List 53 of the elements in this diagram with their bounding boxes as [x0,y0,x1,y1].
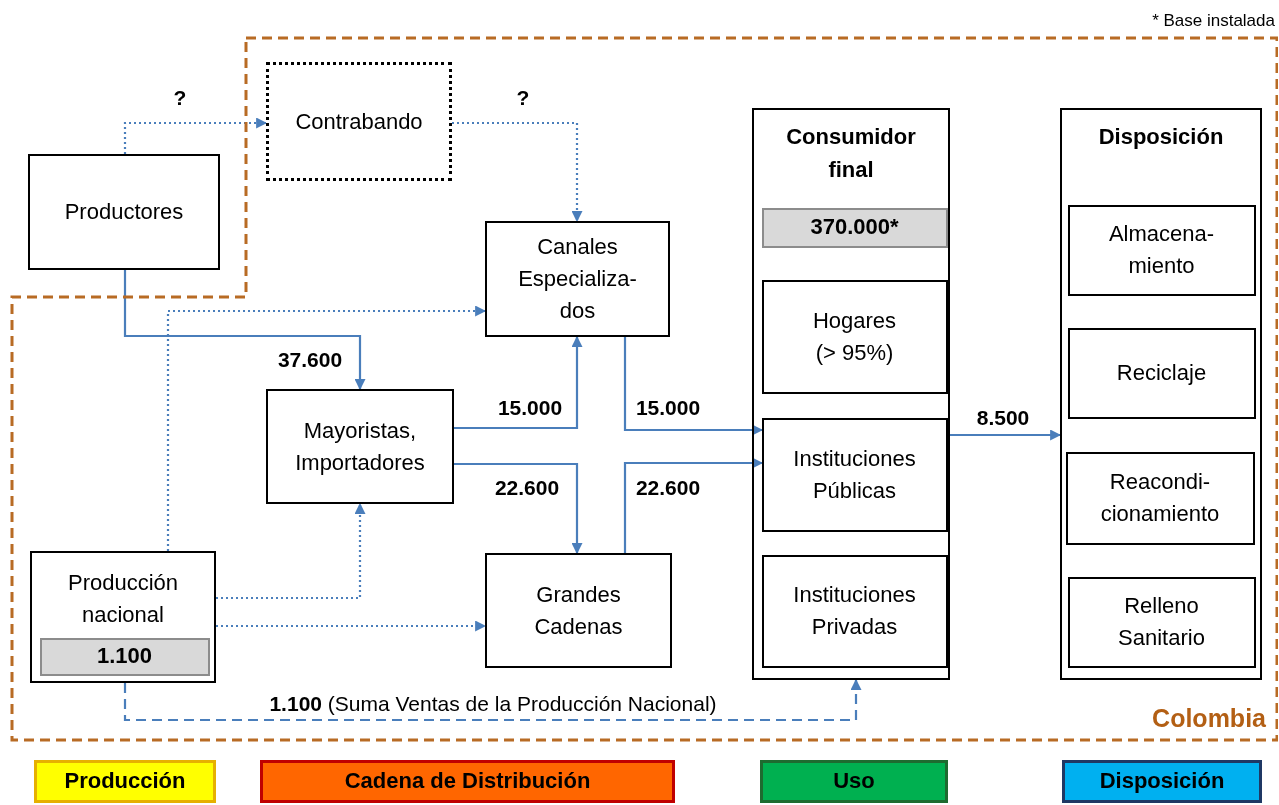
process-box [1065,451,1255,545]
footnote: * Base instalada [1152,11,1275,31]
node-label: Producción nacional [66,569,180,629]
arrow [123,678,862,722]
process-box [485,221,670,337]
stage-band [1062,760,1262,803]
node-label: Reciclaje [1116,359,1207,388]
node-label: Productores [64,198,184,227]
node-label: Producción [64,769,186,794]
node-label: Relleno Sanitario [1117,592,1206,652]
process-box [266,389,454,504]
node-label: Contrabando [295,107,423,136]
stage-band [260,760,675,803]
node-label: Hogares (> 95%) [811,306,898,367]
arrow [123,117,268,154]
node-label: Instituciones Públicas [792,444,917,505]
group-heading: Consumidor final [785,123,917,184]
node-label: Mayoristas, Importadores [294,416,426,477]
process-box [1067,576,1256,668]
stage-band [760,760,948,803]
node-label: Grandes Cadenas [533,580,624,641]
arrow [216,620,487,632]
node-label: 370.000* [810,215,899,240]
arrow [454,462,583,555]
process-box [28,154,220,270]
process-box [1067,204,1256,296]
process-box [761,417,948,532]
arrow [216,502,366,600]
arrow [123,270,366,391]
arrow [166,305,487,551]
group-heading: Disposición [1097,123,1225,151]
node-label: Disposición [1099,769,1225,794]
arrow [454,335,583,430]
process-box [30,551,216,683]
arrow [623,457,764,553]
stage-band [34,760,216,803]
arrow [950,429,1062,441]
node-label: Uso [833,769,875,794]
value-box [761,207,948,248]
process-box [1067,327,1256,419]
node-label: 1.100 [96,644,153,669]
node-label: Instituciones Privadas [792,581,917,641]
node-label: Canales Especializa- dos [517,233,638,325]
arrow [623,337,764,436]
value-box [39,637,210,676]
node-label: Almacena- miento [1107,220,1216,280]
process-box [485,553,672,668]
region-label: Colombia [1152,702,1266,734]
process-box [761,279,948,394]
arrow [452,121,583,223]
node-label: Cadena de Distribución [344,769,591,794]
node-label: Reacondi- cionamiento [1099,468,1221,528]
process-box [761,554,948,668]
